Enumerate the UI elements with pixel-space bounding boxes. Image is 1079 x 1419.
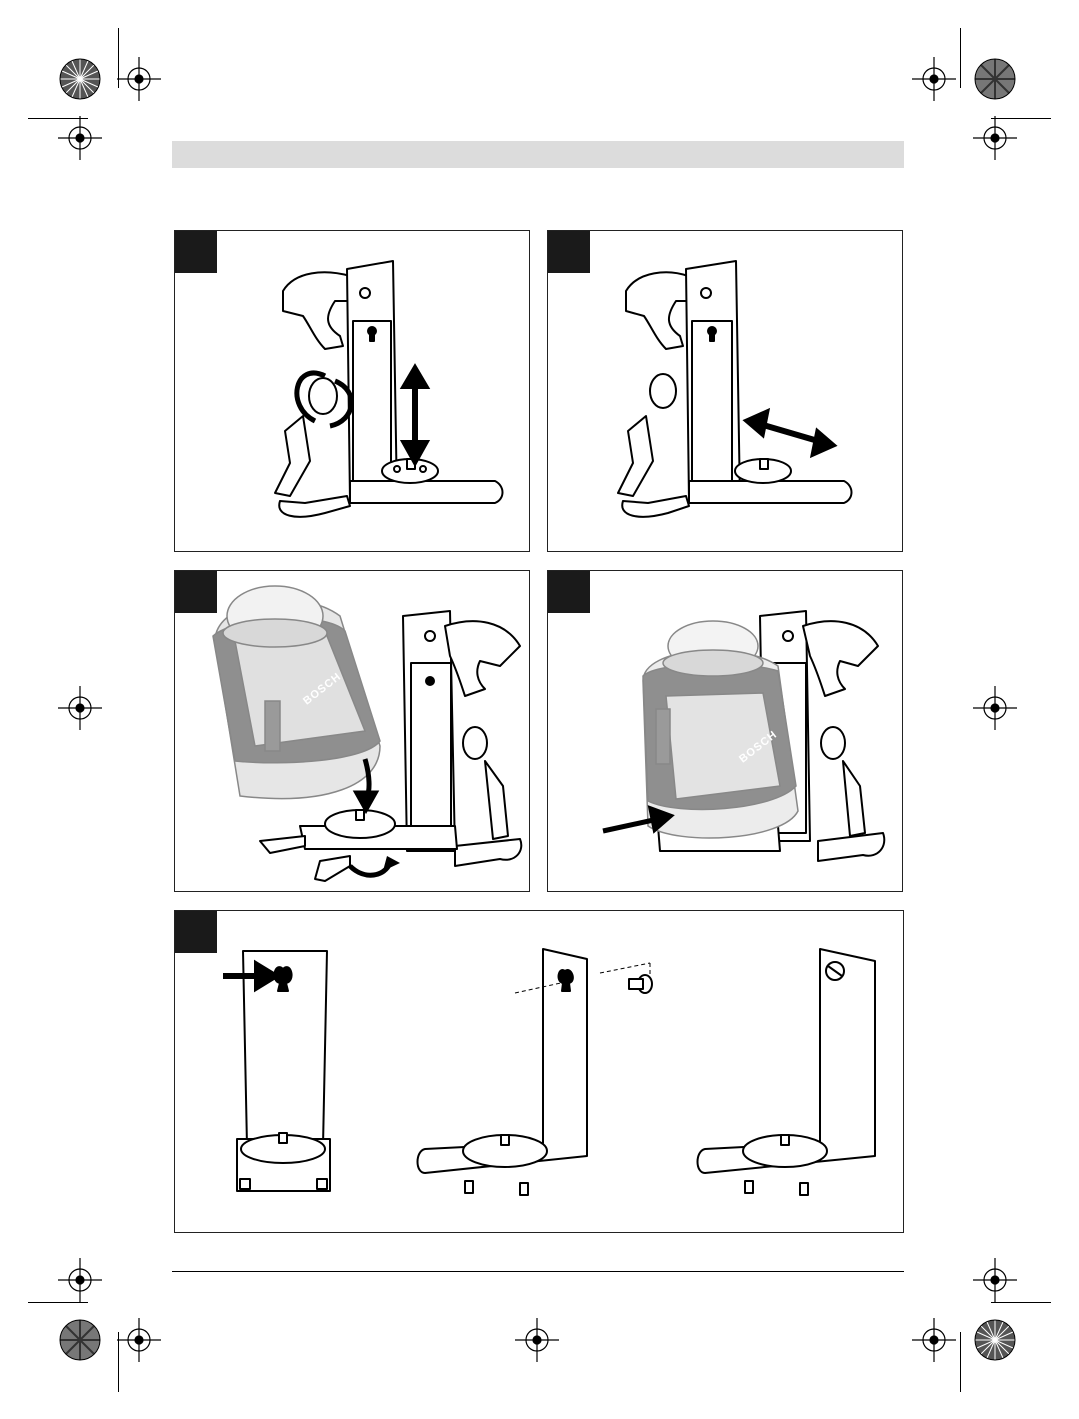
figure-adjust-width [547, 230, 903, 552]
wall-mount-illustration [175, 911, 905, 1234]
figure-slide-device: BOSCH [547, 570, 903, 892]
bracket-illustration [548, 231, 904, 553]
figure-wall-mount [174, 910, 904, 1233]
bracket-illustration [175, 231, 531, 553]
footer-rule [172, 1271, 904, 1272]
header-band [172, 141, 904, 168]
figure-adjust-height [174, 230, 530, 552]
device-illustration [548, 571, 904, 893]
figure-mount-device: BOSCH [174, 570, 530, 892]
device-illustration [175, 571, 531, 893]
